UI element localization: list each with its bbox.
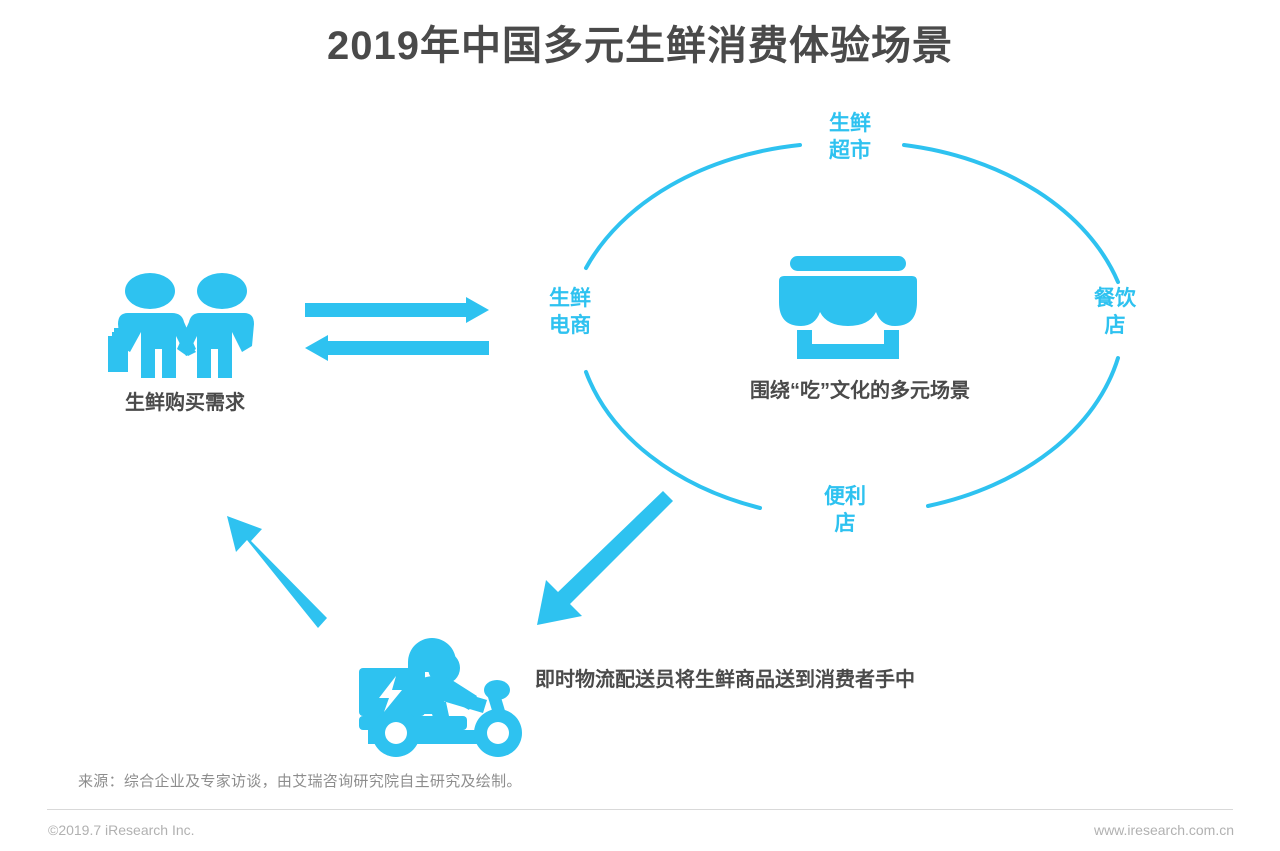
- arrow-delivery-to-consumer: [227, 516, 327, 628]
- ring-node-label-supermarket[interactable]: 生鲜 超市: [829, 112, 871, 162]
- ring-node-label-convenience[interactable]: 便利 店: [824, 485, 866, 535]
- arrow-to-consumer: [305, 335, 489, 361]
- ring-arc-upper-left: [584, 143, 802, 270]
- ring-arc-upper-right: [902, 143, 1120, 284]
- source-note: 来源：综合企业及专家访谈，由艾瑞咨询研究院自主研究及绘制。: [78, 773, 522, 790]
- two-people-shopping-icon: [108, 273, 254, 378]
- page-title: 2019年中国多元生鲜消费体验场景: [327, 24, 953, 68]
- arrow-ring-to-delivery: [537, 491, 673, 625]
- footer-divider: [47, 809, 1233, 810]
- consumer-ecommerce-arrows: [305, 297, 489, 361]
- storefront-icon: [779, 256, 917, 359]
- delivery-description-label: 即时物流配送员将生鲜商品送到消费者手中: [535, 669, 915, 691]
- ring-node-label-restaurant[interactable]: 餐饮 店: [1094, 287, 1136, 337]
- cycle-ring: [584, 143, 1120, 510]
- scooter-delivery-rider-icon: [359, 638, 522, 757]
- arrow-to-ecommerce: [305, 297, 489, 323]
- ring-node-label-ecommerce[interactable]: 生鲜 电商: [549, 287, 591, 337]
- ring-arc-lower-right: [926, 356, 1120, 508]
- ring-arc-lower-left: [584, 370, 762, 510]
- website-url[interactable]: www.iresearch.com.cn: [1093, 822, 1234, 838]
- copyright-text: ©2019.7 iResearch Inc.: [48, 822, 195, 838]
- consumer-demand-label: 生鲜购买需求: [125, 392, 245, 414]
- center-caption: 围绕“吃”文化的多元场景: [750, 380, 970, 402]
